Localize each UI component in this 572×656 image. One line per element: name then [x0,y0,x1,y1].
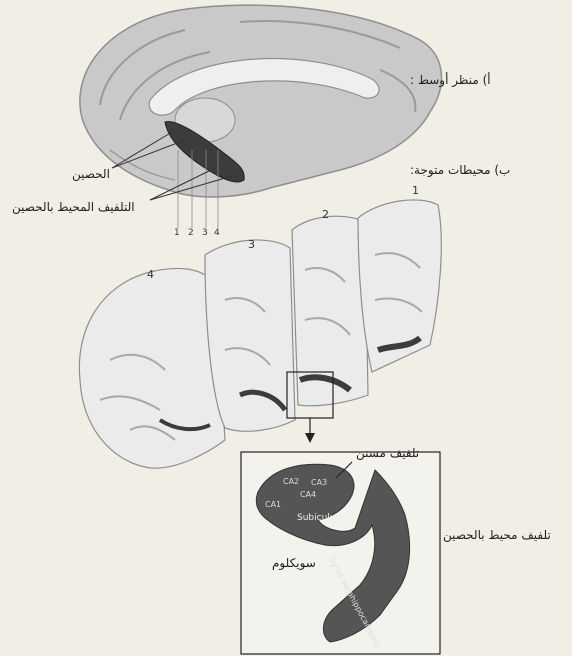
label-parahippocampal-gyrus: التلفيف المحيط بالحصين [12,200,135,214]
label-coronal-sections: ب) محيطات متوجة: [410,163,510,177]
label-parahippocampal-gyrus-inset: تلفيف محيط بالحصين [443,528,551,542]
guide-number-4: 4 [214,228,220,238]
inset-label-ca3: CA3 [311,478,327,487]
inset-label-ca2: CA2 [283,477,299,486]
guide-number-1: 1 [174,228,180,238]
section-number-3: 3 [248,238,255,251]
section-number-1: 1 [412,184,419,197]
coronal-sections [79,200,441,468]
label-medial-view: أ) منظر أوسط : [410,73,491,87]
coronal-section-4 [79,268,225,468]
medial-brain-outline [80,5,442,197]
section-number-2: 2 [322,208,329,221]
hippocampus-inset [241,452,440,654]
inset-label-ca1: CA1 [265,500,281,509]
inset-label-ca4: CA4 [300,490,316,499]
section-number-4: 4 [147,268,154,281]
label-dentate-gyrus: تلفيف مسنن [356,446,419,460]
guide-number-3: 3 [202,228,208,238]
label-subiculum-arabic: سويكلوم [272,556,316,570]
medial-brain-view [80,5,442,228]
label-hippocampus: الحصين [72,167,110,181]
inset-label-subiculum: Subiculum [297,513,344,523]
guide-number-2: 2 [188,228,194,238]
